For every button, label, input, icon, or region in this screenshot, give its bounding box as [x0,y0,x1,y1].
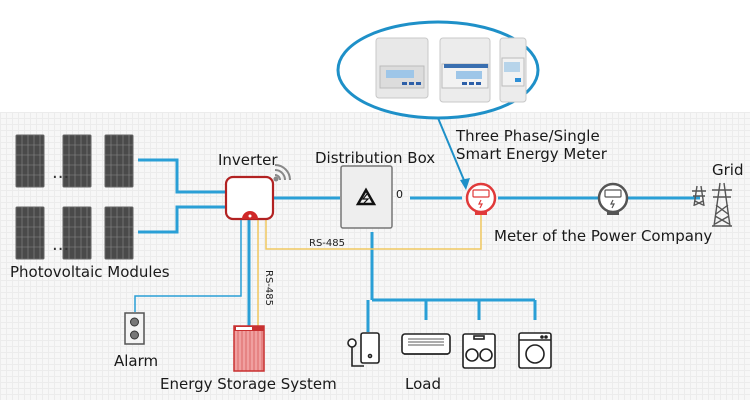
product-callout [336,20,540,190]
alarm-icon [124,312,145,345]
transmission-tower-icon [692,182,732,227]
power-lines [138,158,700,332]
inverter-icon [224,175,275,221]
energy-storage-label: Energy Storage System [160,375,337,393]
distribution-box-label: Distribution Box [315,149,436,167]
smart-meter-label-line1: Three Phase/Single [456,127,600,145]
pv-string-1-line [138,158,225,194]
utility-meter-icon [597,182,629,215]
pv-modules-label: Photovoltaic Modules [10,263,170,281]
dishwasher-icon [462,333,496,369]
solar-panel-icon [15,134,45,188]
inverter-to-alarm-line [134,220,242,312]
grid-label: Grid [712,161,744,179]
air-conditioner-icon [401,333,451,355]
meter-product-3 [499,37,527,103]
solar-panel-icon [104,134,134,188]
solar-panel-icon [104,206,134,260]
load-label: Load [405,375,441,393]
meter-product-2 [439,37,491,103]
wifi-icon [273,164,291,182]
pv-modules [15,134,134,260]
smart-meter-label-line2: Smart Energy Meter [456,145,607,163]
inverter-label: Inverter [218,151,278,169]
solar-panel-icon [15,206,45,260]
battery-icon [233,325,265,372]
water-heater-icon [347,332,380,367]
alarm-label: Alarm [114,352,159,370]
callout-arrowhead [460,178,470,190]
rs485-label-horizontal: RS-485 [309,238,345,249]
dist-box-indicator: 0 [396,188,403,201]
solar-panel-icon [62,206,92,260]
pv-ellipsis-2: ... [52,234,70,255]
high-voltage-warning-icon [355,187,377,206]
callout-pointer [437,117,467,186]
smart-meter-icon [465,182,497,215]
utility-meter-label: Meter of the Power Company [494,227,713,245]
distribution-box-icon [340,165,393,229]
pv-string-2-line [138,205,225,234]
rs485-inverter-to-smart-meter [265,215,482,250]
rs485-label-vertical: RS-485 [263,270,274,306]
rs485-lines [257,215,482,328]
washing-machine-icon [518,332,552,369]
solar-panel-icon [62,134,92,188]
meter-product-1 [375,37,429,99]
pv-ellipsis-1: ... [52,162,70,183]
